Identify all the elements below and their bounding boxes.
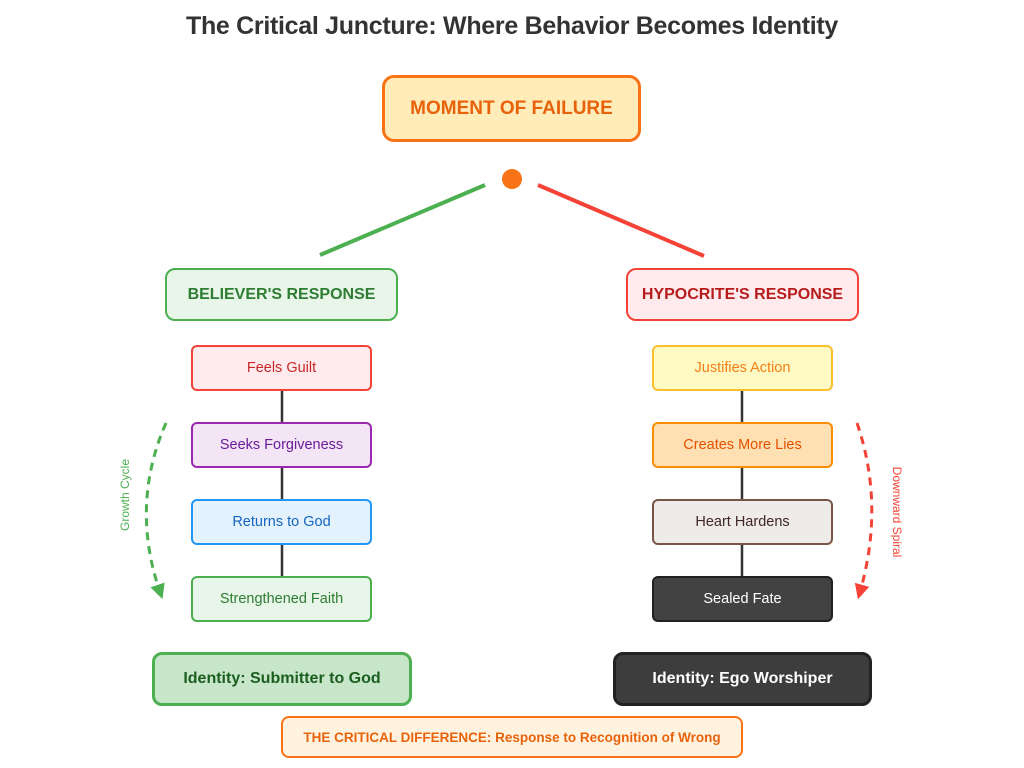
growth-cycle-label: Growth Cycle	[118, 458, 132, 532]
believer-response-label: BELIEVER'S RESPONSE	[187, 285, 376, 303]
identity-ego-worshiper-label: Identity: Ego Worshiper	[652, 670, 833, 687]
identity-submitter-node: Identity: Submitter to God	[152, 652, 412, 706]
downward-spiral-label: Downward Spiral	[890, 466, 904, 558]
believer-branch-line	[319, 183, 486, 257]
step-heart-hardens: Heart Hardens	[652, 499, 833, 545]
critical-difference-banner: THE CRITICAL DIFFERENCE: Response to Rec…	[281, 716, 743, 758]
step-seeks-forgiveness: Seeks Forgiveness	[191, 422, 372, 468]
identity-ego-worshiper-node: Identity: Ego Worshiper	[613, 652, 872, 706]
step-label: Creates More Lies	[683, 437, 802, 453]
moment-of-failure-node: MOMENT OF FAILURE	[382, 75, 641, 142]
hypocrite-response-node: HYPOCRITE'S RESPONSE	[626, 268, 859, 321]
critical-difference-label: THE CRITICAL DIFFERENCE: Response to Rec…	[303, 729, 721, 745]
diagram-title: The Critical Juncture: Where Behavior Be…	[185, 12, 839, 40]
juncture-dot	[502, 169, 522, 189]
identity-submitter-label: Identity: Submitter to God	[183, 670, 381, 687]
step-label: Justifies Action	[694, 360, 791, 376]
step-sealed-fate: Sealed Fate	[652, 576, 833, 622]
growth-cycle-arrow	[144, 422, 168, 600]
hypocrite-response-label: HYPOCRITE'S RESPONSE	[641, 285, 844, 303]
downward-spiral-arrow	[854, 422, 874, 600]
step-strengthened-faith: Strengthened Faith	[191, 576, 372, 622]
step-label: Feels Guilt	[246, 360, 317, 376]
step-creates-more-lies: Creates More Lies	[652, 422, 833, 468]
believer-response-node: BELIEVER'S RESPONSE	[165, 268, 398, 321]
hypocrite-branch-line	[537, 183, 705, 258]
step-justifies-action: Justifies Action	[652, 345, 833, 391]
step-label: Strengthened Faith	[219, 591, 344, 607]
step-returns-to-god: Returns to God	[191, 499, 372, 545]
step-label: Returns to God	[232, 514, 331, 530]
step-feels-guilt: Feels Guilt	[191, 345, 372, 391]
step-label: Sealed Fate	[703, 591, 782, 607]
moment-of-failure-label: MOMENT OF FAILURE	[410, 97, 613, 119]
step-label: Seeks Forgiveness	[219, 437, 344, 453]
step-label: Heart Hardens	[695, 514, 790, 530]
